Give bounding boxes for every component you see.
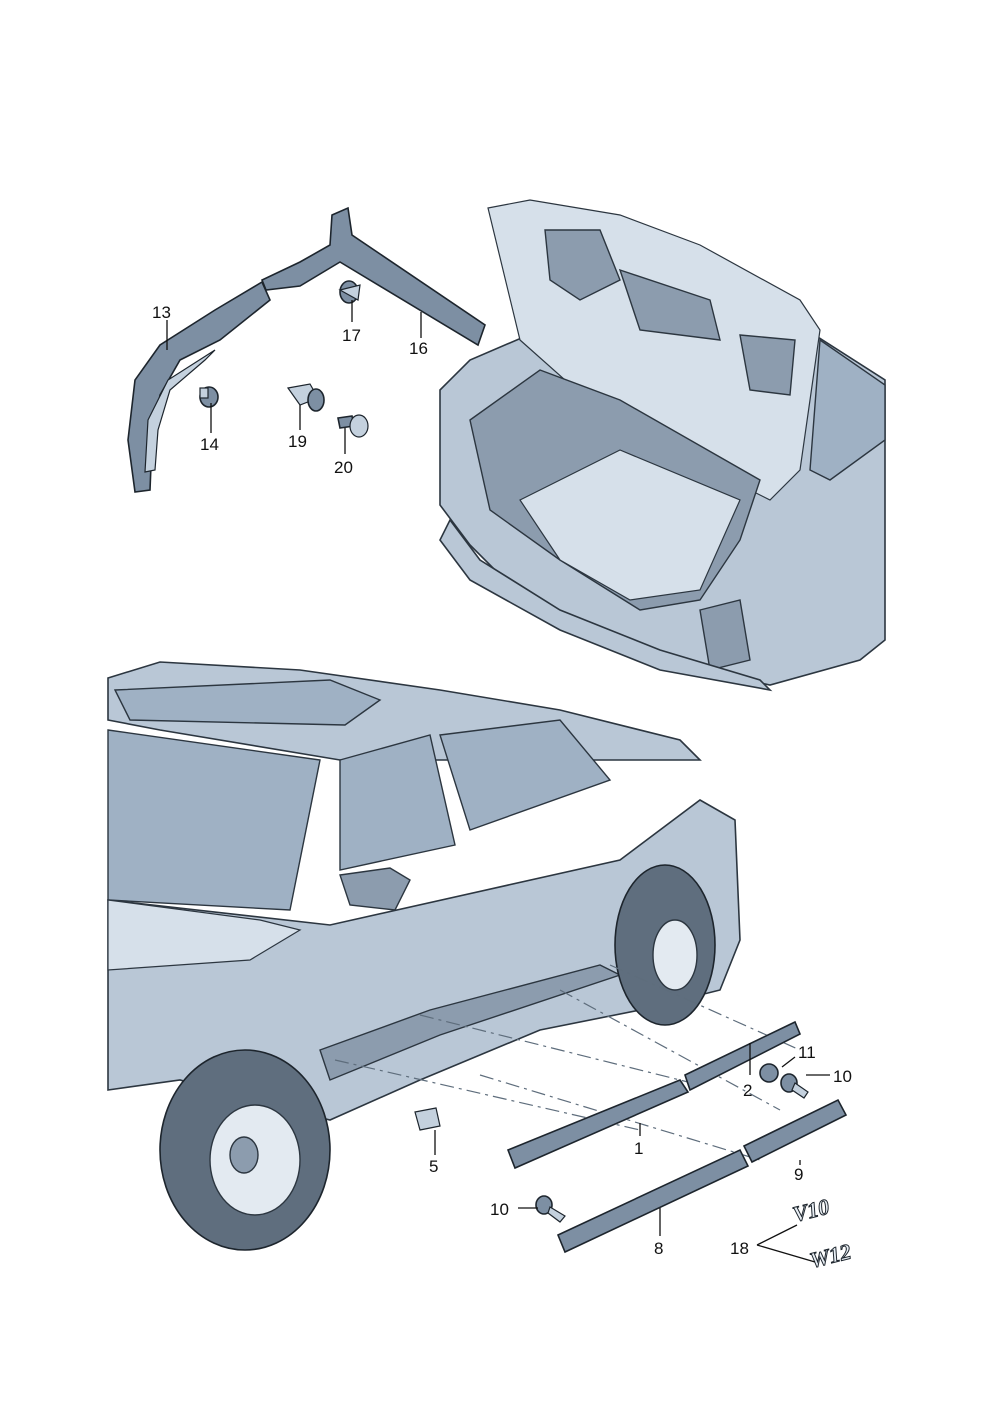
callout-11: 11 (798, 1043, 816, 1062)
part-13-pillar-trim (127, 280, 271, 493)
part-10-screw-icon-lower (535, 1195, 566, 1223)
callout-17: 17 (342, 326, 361, 345)
callout-1: 1 (634, 1139, 643, 1158)
part-2-rear-door-moulding (684, 1020, 802, 1092)
part-9-end-cap (742, 1098, 848, 1164)
callout-20: 20 (334, 458, 353, 477)
part-8-sill-moulding (556, 1148, 750, 1254)
callout-13: 13 (152, 303, 171, 322)
part-14-clip-icon (199, 386, 219, 408)
callout-9: 9 (794, 1165, 803, 1184)
badge-w12-emblem: W12 (807, 1239, 853, 1273)
callout-19: 19 (288, 432, 307, 451)
callout-10-lower: 10 (490, 1200, 509, 1219)
leader-lines (166, 300, 830, 1263)
part-19-clip-icon (286, 383, 325, 412)
part-13-inner-panel (144, 349, 216, 473)
part-1-door-moulding (506, 1079, 690, 1170)
callout-10-upper: 10 (833, 1067, 852, 1086)
callout-2: 2 (743, 1081, 752, 1100)
part-10-screw-icon-upper (780, 1073, 809, 1099)
part-20-screw-icon (337, 414, 369, 438)
part-16-trim-strip (260, 206, 486, 347)
callout-16: 16 (409, 339, 428, 358)
car-rear-trunk-illustration (439, 199, 886, 692)
callout-14: 14 (200, 435, 219, 454)
callout-8: 8 (654, 1239, 663, 1258)
badge-v10-emblem: V10 (790, 1194, 832, 1227)
callout-18: 18 (730, 1239, 749, 1258)
car-side-illustration (107, 661, 741, 1251)
part-5-clip (414, 1107, 441, 1131)
part-11-grommet-icon (759, 1063, 779, 1083)
part-17-clip-icon (338, 280, 361, 304)
callout-5: 5 (429, 1157, 438, 1176)
